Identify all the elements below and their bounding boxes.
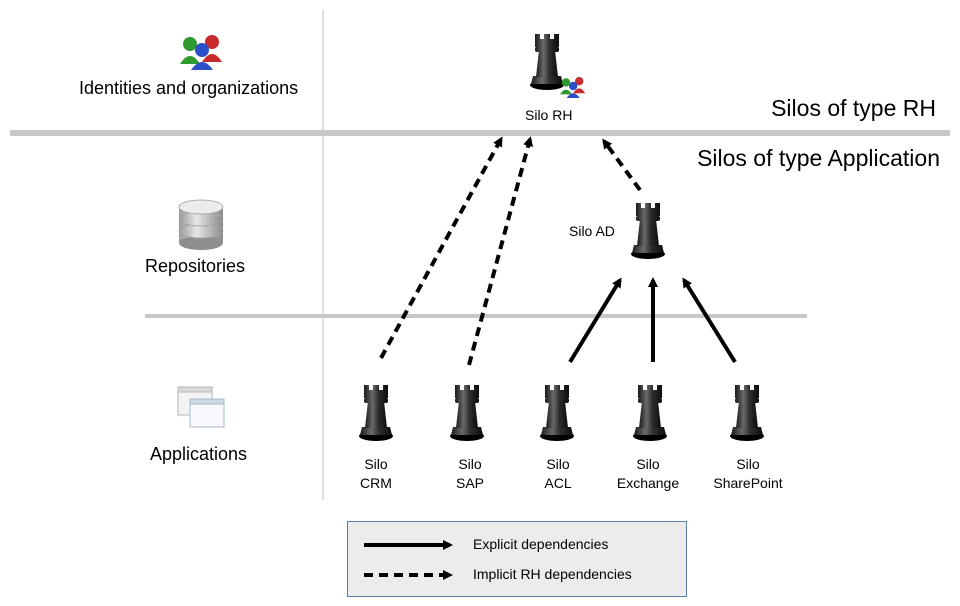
legend: Explicit dependencies Implicit RH depend… bbox=[347, 521, 687, 597]
silo-acl-label-line1: Silo bbox=[546, 456, 570, 472]
silo-sap-label: Silo SAP bbox=[440, 455, 500, 493]
windows-icon bbox=[177, 386, 225, 428]
silo-exchange-label-line1: Silo bbox=[636, 456, 660, 472]
silo-sap-label-line1: Silo bbox=[458, 456, 482, 472]
silo-crm-pawn-icon bbox=[359, 385, 393, 441]
silo-acl-label: Silo ACL bbox=[528, 455, 588, 493]
silo-sharepoint-label-line2: SharePoint bbox=[713, 475, 783, 491]
silo-ad-label: Silo AD bbox=[569, 223, 615, 239]
database-icon bbox=[178, 199, 224, 250]
silo-rh-people-icon bbox=[560, 77, 586, 98]
silo-sharepoint-label-line1: Silo bbox=[736, 456, 760, 472]
explicit-arrow-sharepoint-ad bbox=[682, 277, 737, 364]
implicit-arrow-crm-rh bbox=[379, 136, 503, 359]
silo-crm-label: Silo CRM bbox=[346, 455, 406, 493]
silo-acl-pawn-icon bbox=[540, 385, 574, 441]
zone-title-application: Silos of type Application bbox=[697, 145, 940, 171]
explicit-arrow-acl-ad bbox=[568, 277, 622, 364]
silo-rh-pawn-icon bbox=[530, 34, 564, 90]
silo-ad-pawn-icon bbox=[631, 203, 665, 259]
silo-acl-label-line2: ACL bbox=[544, 475, 572, 491]
silo-exchange-label-line2: Exchange bbox=[616, 475, 680, 491]
legend-implicit-label: Implicit RH dependencies bbox=[473, 566, 632, 582]
silo-crm-label-line1: Silo bbox=[364, 456, 388, 472]
legend-swatches bbox=[364, 540, 453, 580]
legend-explicit-label: Explicit dependencies bbox=[473, 536, 609, 552]
row-label-applications: Applications bbox=[150, 444, 248, 464]
silo-rh-label: Silo RH bbox=[525, 107, 573, 123]
people-icon bbox=[180, 35, 222, 70]
silo-sharepoint-pawn-icon bbox=[730, 385, 764, 441]
silo-sap-pawn-icon bbox=[450, 385, 484, 441]
implicit-arrow-sap-rh bbox=[467, 136, 534, 366]
row-label-identities: Identities and organizations bbox=[79, 78, 299, 98]
implicit-arrow-ad-rh bbox=[602, 138, 642, 192]
silo-exchange-pawn-icon bbox=[633, 385, 667, 441]
silo-crm-label-line2: CRM bbox=[360, 475, 392, 491]
silo-exchange-label: Silo Exchange bbox=[603, 455, 693, 493]
silo-sap-label-line2: SAP bbox=[455, 475, 484, 491]
zone-title-rh: Silos of type RH bbox=[771, 95, 936, 121]
silo-sharepoint-label: Silo SharePoint bbox=[702, 455, 794, 493]
row-label-repositories: Repositories bbox=[145, 256, 246, 276]
